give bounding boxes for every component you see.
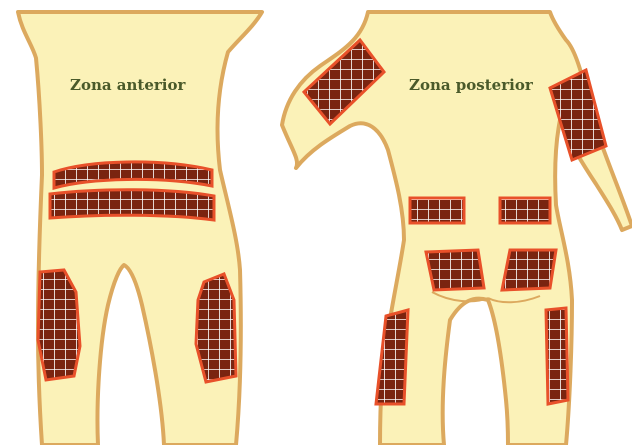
right-flank — [500, 198, 550, 223]
right-back-thigh — [546, 308, 568, 404]
left-buttock — [426, 250, 484, 290]
right-thigh — [196, 274, 236, 382]
right-upper-arm — [550, 70, 606, 160]
right-buttock — [502, 250, 556, 290]
abdomen-lower-band — [50, 190, 214, 220]
zona-posterior-label: Zona posterior — [409, 76, 533, 94]
left-flank — [410, 198, 464, 223]
left-back-thigh — [376, 310, 408, 404]
left-thigh — [38, 270, 80, 380]
zona-anterior-label: Zona anterior — [70, 76, 185, 94]
